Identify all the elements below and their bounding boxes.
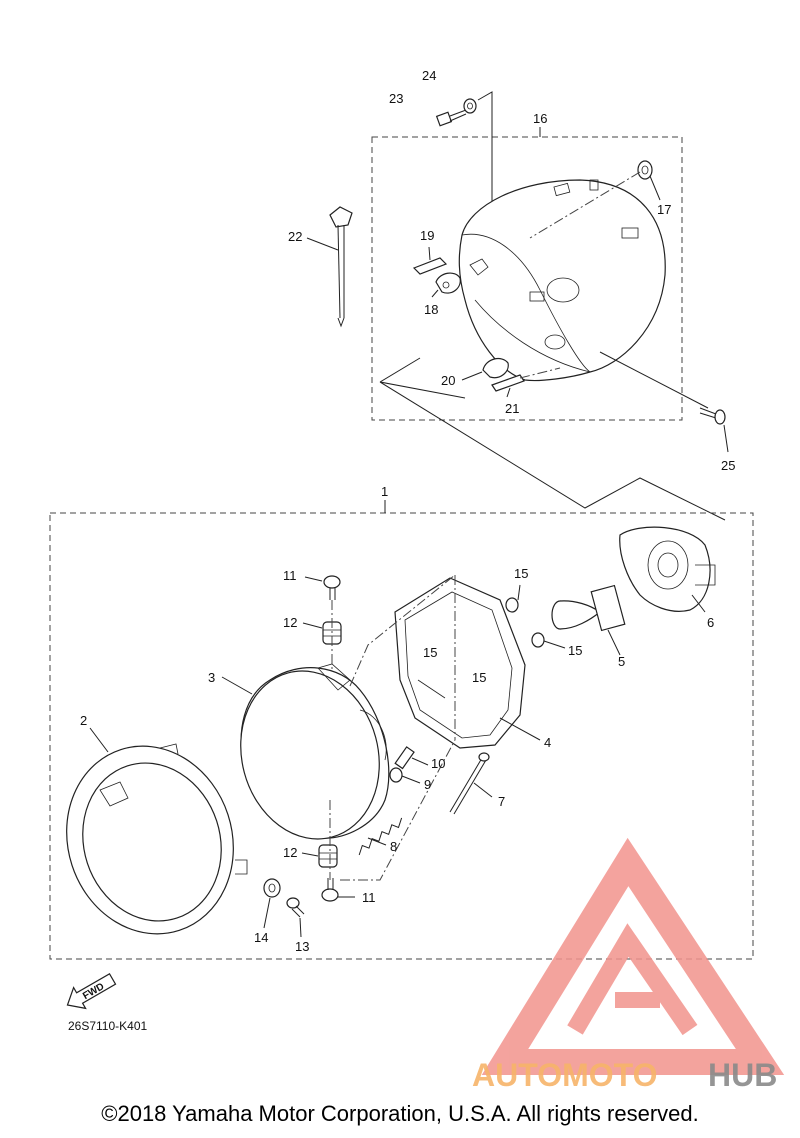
callout-8: 8 <box>390 839 397 854</box>
part-7-adjust-screw <box>449 752 490 815</box>
part-19-plate <box>412 257 448 275</box>
callout-20: 20 <box>441 373 455 388</box>
callout-11-upper: 11 <box>283 568 297 583</box>
group-1-box <box>49 512 754 960</box>
part-10-pin <box>394 746 415 770</box>
callout-1: 1 <box>381 484 388 499</box>
part-8-spring <box>358 817 403 856</box>
fwd-arrow-icon: FWD <box>66 972 117 1010</box>
callout-9: 9 <box>424 777 431 792</box>
callout-3: 3 <box>208 670 215 685</box>
callout-15-b: 15 <box>568 643 582 658</box>
group-16-box <box>371 136 683 421</box>
callout-16: 16 <box>533 111 547 126</box>
callout-24: 24 <box>422 68 436 83</box>
callout-15-a: 15 <box>514 566 528 581</box>
part-11-screw-lower <box>321 878 339 902</box>
part-4-bracket <box>394 577 526 749</box>
part-20-clip <box>482 357 509 379</box>
callout-12-upper: 12 <box>283 615 297 630</box>
part-25-screw <box>699 407 726 425</box>
diagram-code: 26S7110-K401 <box>68 1019 148 1033</box>
part-18-clip <box>435 272 461 294</box>
callout-17: 17 <box>657 202 671 217</box>
callout-7: 7 <box>498 794 505 809</box>
callout-22: 22 <box>288 229 302 244</box>
fwd-label: FWD <box>81 981 106 1002</box>
callout-21: 21 <box>505 401 519 416</box>
callout-15-c: 15 <box>423 645 437 660</box>
watermark-text-part1: AUTOMOTO <box>472 1057 657 1093</box>
callout-6: 6 <box>707 615 714 630</box>
part-17-grommet <box>637 160 653 180</box>
callout-2: 2 <box>80 713 87 728</box>
part-5-bulb <box>551 584 626 656</box>
part-15-bolt-b <box>531 632 566 649</box>
callout-11-lower: 11 <box>362 890 376 905</box>
callout-25: 25 <box>721 458 735 473</box>
copyright-notice: ©2018 Yamaha Motor Corporation, U.S.A. A… <box>101 1101 699 1126</box>
callout-13: 13 <box>295 939 309 954</box>
part-2-rim <box>66 743 248 935</box>
part-14-grommet <box>263 878 281 898</box>
part-22-cable-tie <box>329 206 353 328</box>
callout-19: 19 <box>420 228 434 243</box>
watermark-logo-icon <box>481 837 785 1075</box>
part-16-headlight-case <box>458 179 666 382</box>
part-9-collar <box>389 767 403 783</box>
callout-23: 23 <box>389 91 403 106</box>
part-24-washer <box>463 98 477 114</box>
part-6-socket-cover <box>619 526 716 612</box>
callout-14: 14 <box>254 930 268 945</box>
part-12-grommet-lower <box>318 844 338 868</box>
callout-18: 18 <box>424 302 438 317</box>
callout-5: 5 <box>618 654 625 669</box>
callout-10: 10 <box>431 756 445 771</box>
part-11-screw-upper <box>323 575 341 600</box>
part-23-bolt <box>435 109 467 127</box>
part-15-bolt-a <box>505 584 521 613</box>
part-21-plate <box>491 374 525 392</box>
part-3-headlight-unit <box>240 663 390 840</box>
callout-12-lower: 12 <box>283 845 297 860</box>
callout-15-d: 15 <box>472 670 486 685</box>
part-13-screw <box>286 897 305 918</box>
callout-4: 4 <box>544 735 551 750</box>
watermark-text-part2: HUB <box>708 1057 777 1093</box>
